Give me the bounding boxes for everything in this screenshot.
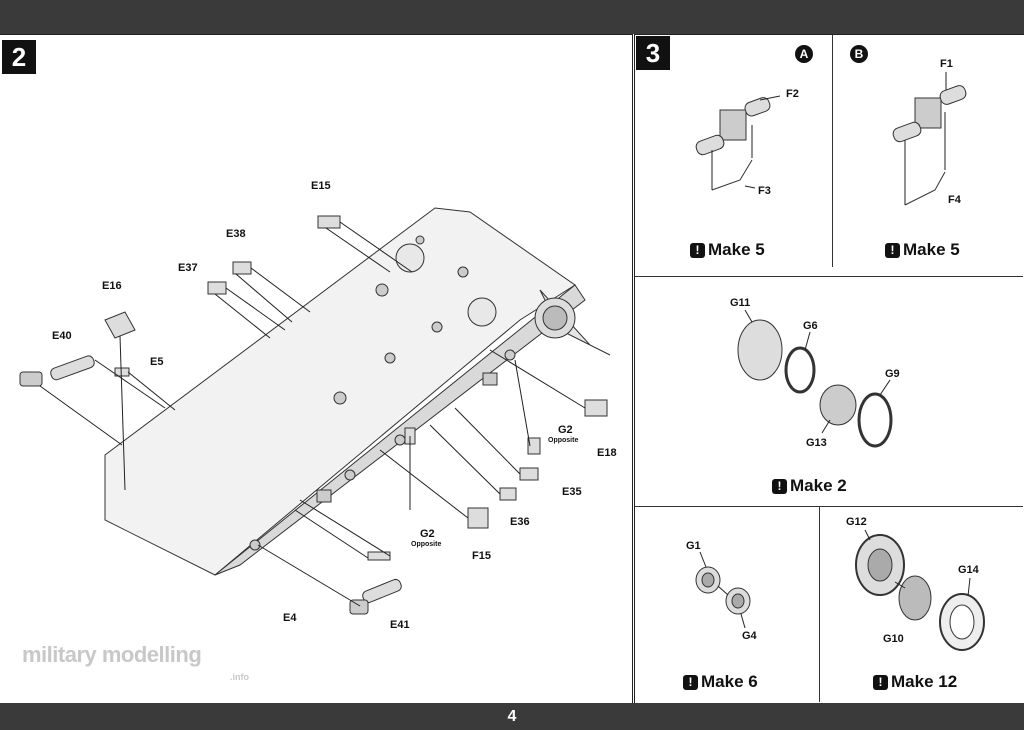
warning-icon: ! — [873, 674, 888, 690]
variant-b-make: ! Make 5 — [885, 240, 960, 260]
variant-a-make: ! Make 5 — [690, 240, 765, 260]
divider-1 — [635, 276, 1023, 277]
mid-make: ! Make 2 — [772, 476, 847, 496]
variant-a-badge: A — [795, 45, 813, 63]
part-e5 — [114, 367, 130, 377]
label-f15: F15 — [472, 550, 491, 562]
label-g9: G9 — [885, 368, 900, 380]
label-e41: E41 — [390, 619, 410, 631]
label-e15: E15 — [311, 180, 331, 192]
label-e38: E38 — [226, 228, 246, 240]
part-g2-top — [527, 437, 541, 455]
label-g10: G10 — [883, 633, 904, 645]
label-f4: F4 — [948, 194, 961, 206]
mid-make-text: Make 2 — [790, 476, 847, 495]
part-e41 — [349, 578, 402, 615]
hatch — [467, 297, 497, 327]
part-e16 — [104, 311, 136, 339]
top-bar — [0, 0, 1024, 34]
step-2-badge: 2 — [2, 40, 36, 74]
hull-side-plate — [214, 284, 586, 576]
warning-icon: ! — [690, 242, 705, 258]
variant-b-make-text: Make 5 — [903, 240, 960, 259]
label-e35: E35 — [562, 486, 582, 498]
warning-icon: ! — [772, 478, 787, 494]
label-g2-top: G2 — [558, 424, 573, 436]
label-e16: E16 — [102, 280, 122, 292]
label-g12: G12 — [846, 516, 867, 528]
label-e36: E36 — [510, 516, 530, 528]
br-make: ! Make 12 — [873, 672, 957, 692]
divider-top — [832, 35, 833, 267]
divider-2 — [635, 506, 1023, 507]
part-e40 — [19, 355, 95, 387]
label-e5: E5 — [150, 356, 164, 368]
step-3-badge: 3 — [636, 36, 670, 70]
bl-make: ! Make 6 — [683, 672, 758, 692]
variant-b-badge: B — [850, 45, 868, 63]
variant-a-make-text: Make 5 — [708, 240, 765, 259]
watermark-sub: .info — [230, 672, 249, 682]
label-g6: G6 — [803, 320, 818, 332]
label-e18: E18 — [597, 447, 617, 459]
warning-icon: ! — [683, 674, 698, 690]
warning-icon: ! — [885, 242, 900, 258]
label-g13: G13 — [806, 437, 827, 449]
label-g2-top-note: Opposite — [548, 437, 579, 444]
label-g4: G4 — [742, 630, 757, 642]
label-g2-bottom: G2 — [420, 528, 435, 540]
bottom-bar: 4 — [0, 703, 1024, 730]
label-f2: F2 — [786, 88, 799, 100]
divider-bottom — [819, 507, 820, 702]
label-e4: E4 — [283, 612, 297, 624]
page-number: 4 — [507, 707, 517, 725]
hatch — [395, 243, 425, 273]
label-g1: G1 — [686, 540, 701, 552]
label-f1: F1 — [940, 58, 953, 70]
hull-assembly-drawing — [19, 207, 611, 615]
label-g2-bottom-note: Opposite — [411, 541, 442, 548]
label-g14: G14 — [958, 564, 979, 576]
br-make-text: Make 12 — [891, 672, 958, 691]
bl-make-text: Make 6 — [701, 672, 758, 691]
label-g11: G11 — [730, 297, 751, 309]
label-e40: E40 — [52, 330, 72, 342]
label-e37: E37 — [178, 262, 198, 274]
watermark: military modelling — [22, 642, 202, 667]
label-f3: F3 — [758, 185, 771, 197]
